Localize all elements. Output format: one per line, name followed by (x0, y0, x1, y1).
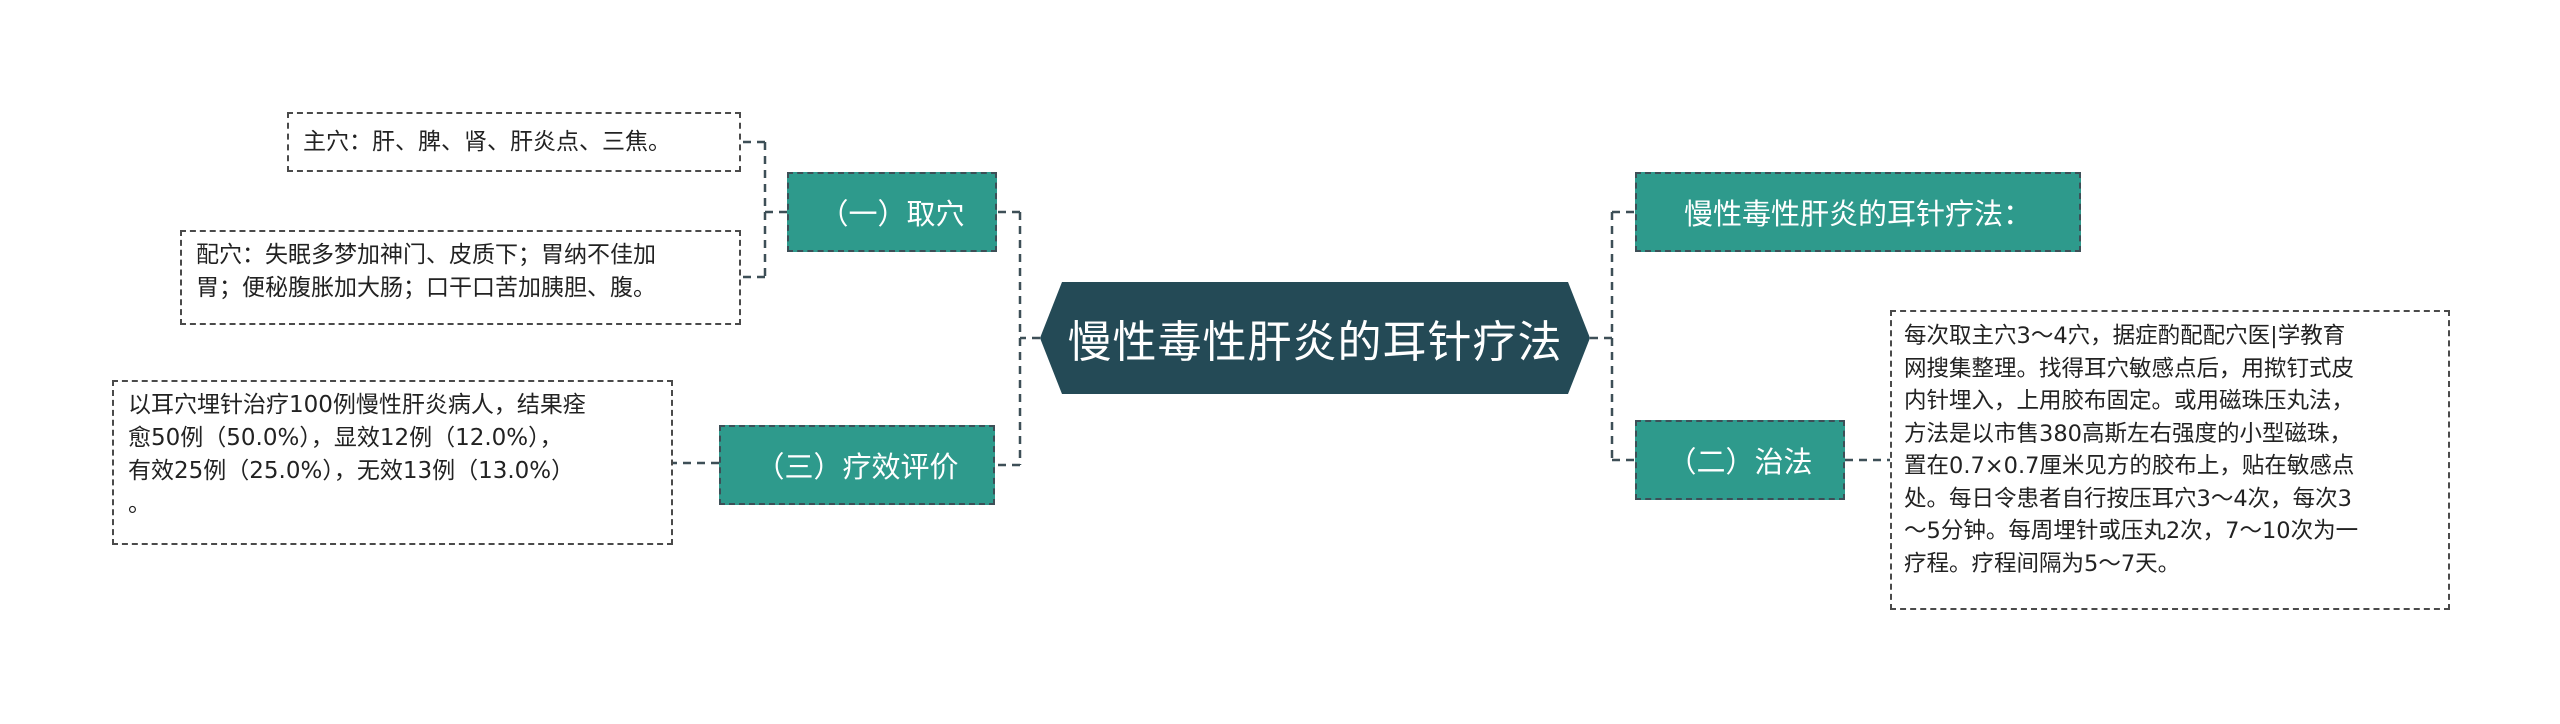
branch-zhifa-label: （二）治法 (1667, 445, 1813, 479)
connector-central-right (1590, 212, 1614, 460)
branch-liaoxiao-label: （三）疗效评价 (755, 450, 959, 484)
leaf-auxiliary-points[interactable]: 配穴：失眠多梦加神门、皮质下；胃纳不佳加 胃；便秘腹胀加大肠；口干口苦加胰胆、腹… (180, 230, 741, 325)
connector-quxue-leaves (741, 140, 787, 279)
branch-summary[interactable]: 慢性毒性肝炎的耳针疗法： (1635, 172, 2081, 252)
branch-liaoxiao[interactable]: （三）疗效评价 (719, 425, 995, 505)
connector-central-left (1018, 212, 1040, 465)
branch-summary-label: 慢性毒性肝炎的耳针疗法： (1683, 197, 2032, 231)
central-topic[interactable]: 慢性毒性肝炎的耳针疗法 (1040, 282, 1590, 394)
leaf-main-points[interactable]: 主穴：肝、脾、肾、肝炎点、三焦。 (287, 112, 741, 172)
leaf-efficacy-results[interactable]: 以耳穴埋针治疗100例慢性肝炎病人，结果痊 愈50例（50.0%），显效12例（… (112, 380, 673, 545)
leaf-treatment-method[interactable]: 每次取主穴3～4穴，据症酌配配穴医|学教育 网搜集整理。找得耳穴敏感点后，用揿钉… (1890, 310, 2450, 610)
branch-quxue-label: （一）取穴 (819, 197, 965, 231)
branch-zhifa[interactable]: （二）治法 (1635, 420, 1845, 500)
central-topic-label: 慢性毒性肝炎的耳针疗法 (1067, 317, 1563, 368)
branch-quxue[interactable]: （一）取穴 (787, 172, 997, 252)
